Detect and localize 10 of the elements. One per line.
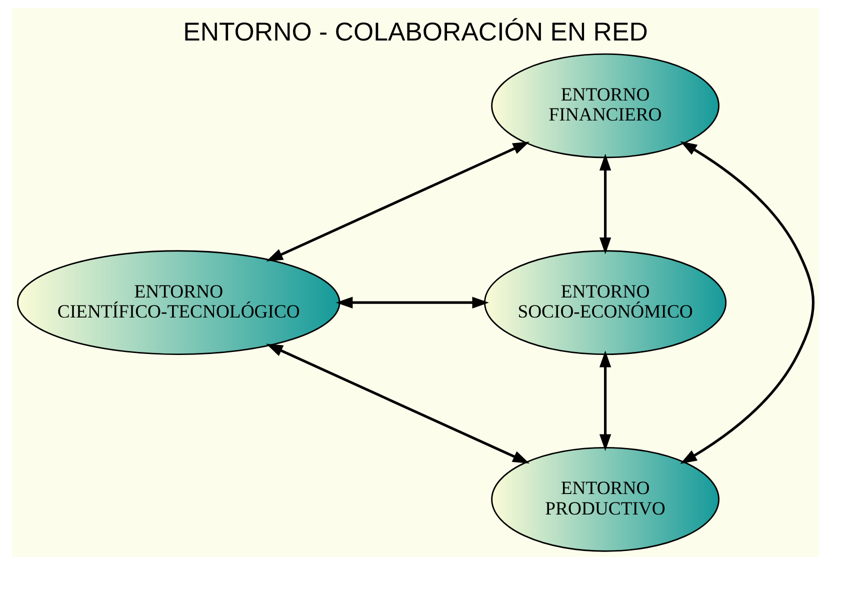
node-ellipse: ENTORNO PRODUCTIVO: [491, 446, 720, 552]
arrow: [336, 296, 489, 308]
diagram-title: ENTORNO - COLABORACIÓN EN RED: [183, 18, 648, 46]
node-ellipse: ENTORNO SOCIO-ECONÓMICO: [484, 250, 727, 356]
arrow: [266, 142, 530, 262]
arrow: [266, 344, 530, 464]
arrow: [680, 141, 814, 464]
node-ellipse: ENTORNO FINANCIERO: [491, 53, 720, 158]
arrow: [599, 154, 612, 254]
arrow: [599, 350, 612, 451]
